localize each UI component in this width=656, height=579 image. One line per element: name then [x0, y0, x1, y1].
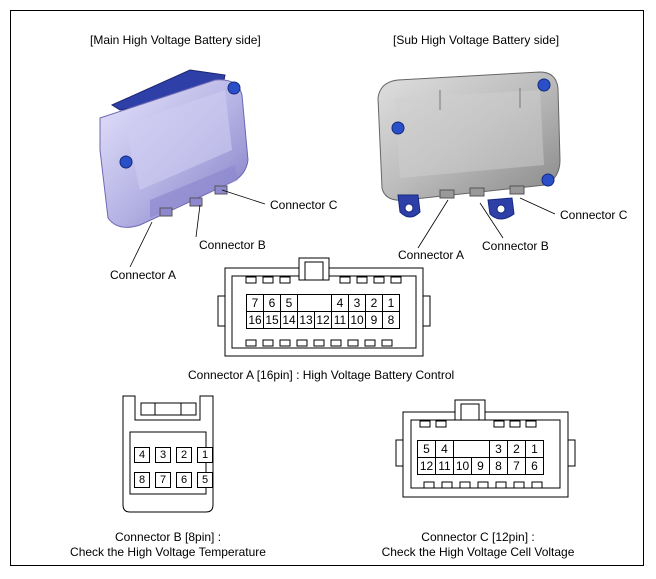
pin-empty [315, 295, 332, 312]
pin-8: 8 [490, 458, 508, 475]
connector-c-caption-line2: Check the High Voltage Cell Voltage [381, 545, 575, 559]
pin-1: 1 [526, 441, 544, 458]
pin-3: 3 [349, 295, 366, 312]
connector-c-caption-line1: Connector C [12pin] : [421, 530, 535, 544]
pin-1: 1 [383, 295, 400, 312]
main-connector-c-label: Connector C [270, 198, 338, 212]
pin-6: 6 [176, 472, 192, 488]
pin-8: 8 [134, 472, 150, 488]
pin-2: 2 [508, 441, 526, 458]
main-connector-b-label: Connector B [199, 238, 266, 252]
pin-9: 9 [472, 458, 490, 475]
pin-15: 15 [264, 312, 281, 329]
connector-b-caption-line1: Connector B [8pin] : [114, 530, 222, 544]
connector-c-latches [419, 420, 543, 489]
pin-7: 7 [247, 295, 264, 312]
connector-a-outline [217, 257, 431, 357]
sub-connector-c-label: Connector C [560, 208, 628, 222]
pin-10: 10 [349, 312, 366, 329]
connector-b-caption-line2: Check the High Voltage Temperature [70, 545, 266, 559]
pin-5: 5 [197, 472, 213, 488]
pin-8: 8 [383, 312, 400, 329]
pin-6: 6 [264, 295, 281, 312]
pin-4: 4 [332, 295, 349, 312]
pin-5: 5 [418, 441, 436, 458]
sub-connector-b-label: Connector B [482, 239, 549, 253]
pin-empty [454, 441, 472, 458]
connector-b-outline [122, 395, 214, 513]
pin-3: 3 [155, 447, 171, 463]
pin-1: 1 [197, 447, 213, 463]
pin-7: 7 [155, 472, 171, 488]
pin-2: 2 [366, 295, 383, 312]
main-battery-unit [99, 69, 249, 228]
pin-empty [472, 441, 490, 458]
pin-9: 9 [366, 312, 383, 329]
diagram-frame [10, 10, 644, 566]
sub-battery-side-label: [Sub High Voltage Battery side] [393, 33, 560, 47]
sub-leader-lines [417, 197, 556, 249]
pin-16: 16 [247, 312, 264, 329]
pin-4: 4 [436, 441, 454, 458]
pin-2: 2 [176, 447, 192, 463]
main-leader-lines [129, 189, 266, 268]
pin-5: 5 [281, 295, 298, 312]
pin-6: 6 [526, 458, 544, 475]
connector-c-outline [395, 399, 576, 498]
pin-3: 3 [490, 441, 508, 458]
pin-12: 12 [315, 312, 332, 329]
sub-connector-a-label: Connector A [398, 248, 465, 262]
pin-10: 10 [454, 458, 472, 475]
pin-13: 13 [298, 312, 315, 329]
connector-a-latches [245, 276, 402, 347]
pin-7: 7 [508, 458, 526, 475]
pin-4: 4 [134, 447, 150, 463]
main-battery-side-label: [Main High Voltage Battery side] [90, 33, 261, 47]
sub-battery-unit [377, 71, 561, 220]
connector-a-caption: Connector A [16pin] : High Voltage Batte… [188, 368, 455, 382]
pin-empty [298, 295, 315, 312]
pin-12: 12 [418, 458, 436, 475]
pin-11: 11 [436, 458, 454, 475]
pin-11: 11 [332, 312, 349, 329]
main-connector-a-label: Connector A [110, 268, 177, 282]
pin-14: 14 [281, 312, 298, 329]
